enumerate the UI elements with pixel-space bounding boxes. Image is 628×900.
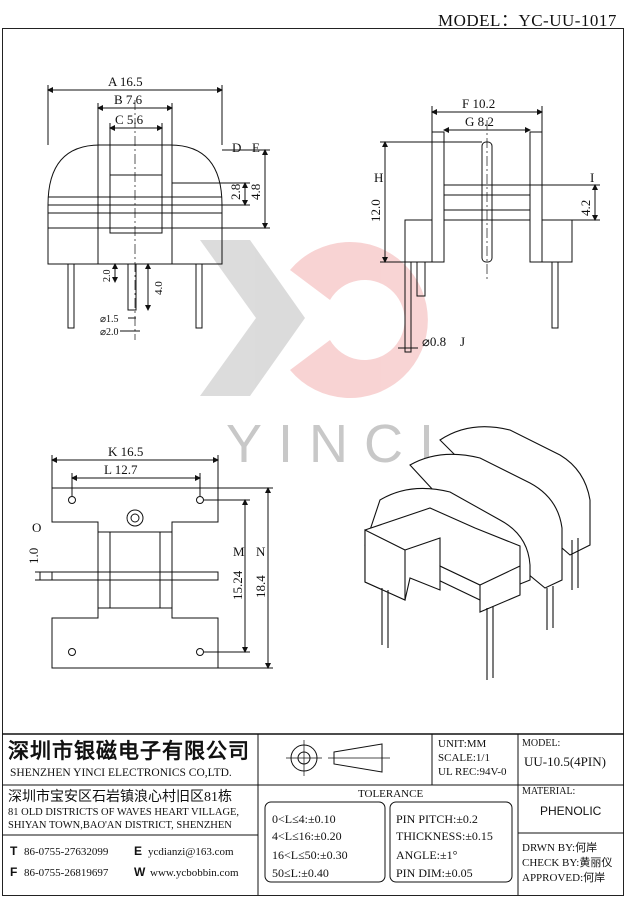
dim-N-value: 18.4	[253, 575, 268, 598]
bottom-pin-3	[68, 648, 76, 656]
dim-G: G 8.2	[465, 114, 494, 129]
spec-thickness: THICKNESS:±0.15	[396, 829, 493, 843]
side-view-labels: F 10.2 G 8.2 H 12.0 I 4.2 ⌀0.8 J	[368, 96, 594, 349]
bottom-middle-flange	[51, 571, 219, 581]
dim-4-0: 4.0	[153, 281, 165, 295]
bottom-pin-4	[196, 648, 204, 656]
bottom-center-hole	[126, 509, 144, 527]
dim-B: B 7.6	[114, 92, 143, 107]
ul-rec-label: UL REC:94V-0	[438, 766, 507, 778]
dim-A: A 16.5	[108, 74, 143, 89]
watermark-text: YINCI	[226, 414, 450, 474]
dim-M-letter: M	[233, 544, 245, 559]
model-header: MODEL：YC-UU-1017	[438, 11, 617, 30]
front-pin-right	[195, 263, 203, 329]
dim-E-value: 4.8	[248, 184, 263, 200]
tel-value: 86-0755-27632099	[24, 846, 109, 858]
drawing-frame	[2, 28, 624, 896]
spec-pin-dim: PIN DIM:±0.05	[396, 866, 473, 880]
dim-H-letter: H	[374, 170, 383, 185]
front-pin-center	[127, 263, 137, 311]
fax-value: 86-0755-26819697	[24, 867, 109, 879]
company-name-cn: 深圳市银磁电子有限公司	[8, 739, 250, 763]
side-pin-right	[551, 261, 559, 329]
dim-D-letter: D	[232, 140, 241, 155]
tel-label: T	[10, 844, 18, 858]
web-label: W	[134, 865, 146, 879]
address-cn: 深圳市宝安区石岩镇浪心村旧区81栋	[8, 788, 232, 805]
side-flange-right	[529, 131, 543, 263]
dim-H-value: 12.0	[368, 199, 383, 222]
spec-pin-pitch: PIN PITCH:±0.2	[396, 812, 478, 826]
drawn-by: DRWN BY:何岸	[522, 841, 597, 854]
watermark-circle	[290, 242, 428, 398]
dim-J: J	[460, 334, 465, 349]
tolerance-4: 50≤L:±0.40	[272, 866, 329, 880]
dim-phi-0-8: ⌀0.8	[422, 334, 446, 349]
dim-D-value: 2.8	[228, 184, 243, 200]
company-name-en: SHENZHEN YINCI ELECTRONICS CO,LTD.	[10, 767, 232, 779]
address-en-line1: 81 OLD DISTRICTS OF WAVES HEART VILLAGE,	[8, 807, 239, 818]
front-view	[47, 85, 270, 340]
tolerance-1: 0<L≤4:±0.10	[272, 812, 336, 826]
title-block: 深圳市银磁电子有限公司 SHENZHEN YINCI ELECTRONICS C…	[8, 738, 612, 884]
bottom-pin-2	[196, 496, 204, 504]
dim-M-value: 15.24	[230, 570, 245, 600]
material-label: MATERIAL:	[522, 786, 575, 797]
dim-L: L 12.7	[104, 462, 138, 477]
front-window	[109, 174, 163, 234]
side-base-left	[404, 219, 433, 263]
dim-I-letter: I	[590, 170, 594, 185]
check-by: CHECK BY:黄丽仪	[522, 855, 612, 869]
iso-base-face	[364, 529, 406, 601]
address-en-line2: SHIYAN TOWN,BAO'AN DISTRICT, SHENZHEN	[8, 820, 232, 831]
model-label: MODEL:	[522, 738, 560, 749]
material-value: PHENOLIC	[540, 804, 602, 818]
dim-N-letter: N	[256, 544, 266, 559]
dim-E-letter: E	[252, 140, 260, 155]
scale-label: SCALE:1/1	[438, 752, 490, 764]
model-value: UU-10.5(4PIN)	[524, 754, 606, 769]
front-view-labels: A 16.5 B 7.6 C 5.6 D E 2.8 4.8 2.0 4.0 ⌀…	[100, 74, 263, 338]
bottom-view	[35, 455, 273, 669]
dim-I-value: 4.2	[578, 200, 593, 216]
email-value: ycdianzi@163.com	[148, 846, 234, 858]
tolerance-2: 4<L≤16:±0.20	[272, 829, 342, 843]
bottom-view-labels: K 16.5 L 12.7 O 1.0 M 15.24 N 18.4	[26, 444, 268, 600]
bottom-core	[97, 531, 173, 609]
watermark-logo	[200, 240, 428, 398]
tolerance-title: TOLERANCE	[358, 788, 423, 800]
projection-cone	[333, 743, 383, 773]
dim-phi-2-0: ⌀2.0	[100, 327, 119, 338]
unit-label: UNIT:MM	[438, 738, 487, 750]
side-view	[380, 106, 600, 353]
dim-phi-1-5: ⌀1.5	[100, 314, 119, 325]
fax-label: F	[10, 865, 17, 879]
bottom-pin-1	[68, 496, 76, 504]
front-pin-left	[67, 263, 75, 329]
side-base-right	[541, 219, 573, 263]
approved-by: APPROVED:何岸	[522, 871, 605, 884]
dim-K: K 16.5	[108, 444, 143, 459]
watermark-chevron	[200, 240, 305, 396]
isometric-view	[364, 426, 591, 680]
side-flange-left	[431, 131, 445, 263]
dim-2-0: 2.0	[102, 270, 113, 283]
email-label: E	[134, 844, 142, 858]
tolerance-3: 16<L≤50:±0.30	[272, 848, 348, 862]
dim-O-value: 1.0	[26, 548, 41, 564]
side-pin-center	[416, 261, 426, 297]
web-value: www.ycbobbin.com	[150, 867, 239, 879]
dim-C: C 5.6	[115, 112, 144, 127]
bottom-flange-bottom	[51, 607, 219, 669]
side-pin-left	[404, 261, 412, 353]
title-block-lines	[2, 733, 624, 895]
dim-O-letter: O	[32, 520, 41, 535]
spec-angle: ANGLE:±1°	[396, 848, 458, 862]
dim-F: F 10.2	[462, 96, 495, 111]
